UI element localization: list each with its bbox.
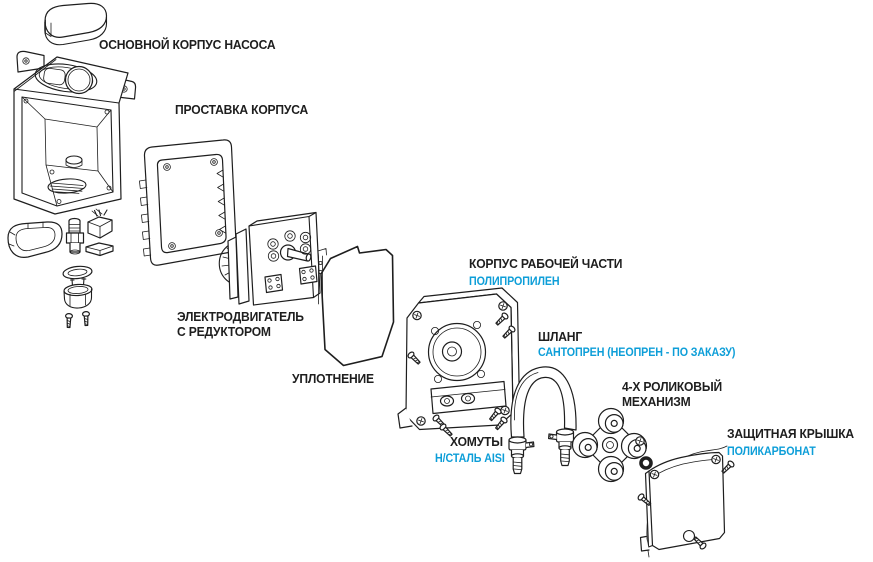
label-clamps-material: Н/СТАЛЬ AISI bbox=[435, 453, 505, 465]
label-hose: ШЛАНГ bbox=[538, 329, 583, 344]
label-roller-mechanism: 4-Х РОЛИКОВЫЙ МЕХАНИЗМ bbox=[622, 379, 722, 409]
label-cover-material: ПОЛИКАРБОНАТ bbox=[727, 446, 816, 458]
cover-drawing bbox=[636, 451, 736, 552]
seal-drawing bbox=[320, 245, 395, 367]
label-motor-line2: С РЕДУКТОРОМ bbox=[177, 324, 271, 339]
small-parts-drawing bbox=[7, 209, 114, 329]
label-working-body: КОРПУС РАБОЧЕЙ ЧАСТИ bbox=[469, 256, 623, 271]
label-seal: УПЛОТНЕНИЕ bbox=[292, 371, 374, 386]
spacer-drawing bbox=[139, 139, 237, 266]
label-clamps: ХОМУТЫ bbox=[450, 434, 503, 449]
label-pump-body: ОСНОВНОЙ КОРПУС НАСОСА bbox=[99, 37, 276, 52]
working-body-drawing bbox=[397, 287, 521, 439]
clamps-drawing bbox=[508, 428, 575, 475]
label-motor: ЭЛЕКТРОДВИГАТЕЛЬ С РЕДУКТОРОМ bbox=[177, 309, 304, 339]
hose-drawing bbox=[510, 366, 577, 438]
label-motor-line1: ЭЛЕКТРОДВИГАТЕЛЬ bbox=[177, 309, 304, 324]
motor-drawing bbox=[218, 211, 327, 306]
label-hose-material: САНТОПРЕН (НЕОПРЕН - ПО ЗАКАЗУ) bbox=[538, 347, 736, 359]
pump-lid-drawing bbox=[44, 2, 108, 46]
label-working-body-material: ПОЛИПРОПИЛЕН bbox=[469, 276, 560, 288]
label-spacer: ПРОСТАВКА КОРПУСА bbox=[175, 102, 309, 117]
label-roller-line2: МЕХАНИЗМ bbox=[622, 394, 691, 409]
label-roller-line1: 4-Х РОЛИКОВЫЙ bbox=[622, 379, 722, 394]
label-cover: ЗАЩИТНАЯ КРЫШКА bbox=[727, 426, 854, 441]
pump-body-drawing bbox=[13, 50, 137, 217]
roller-mechanism-drawing bbox=[571, 407, 728, 558]
